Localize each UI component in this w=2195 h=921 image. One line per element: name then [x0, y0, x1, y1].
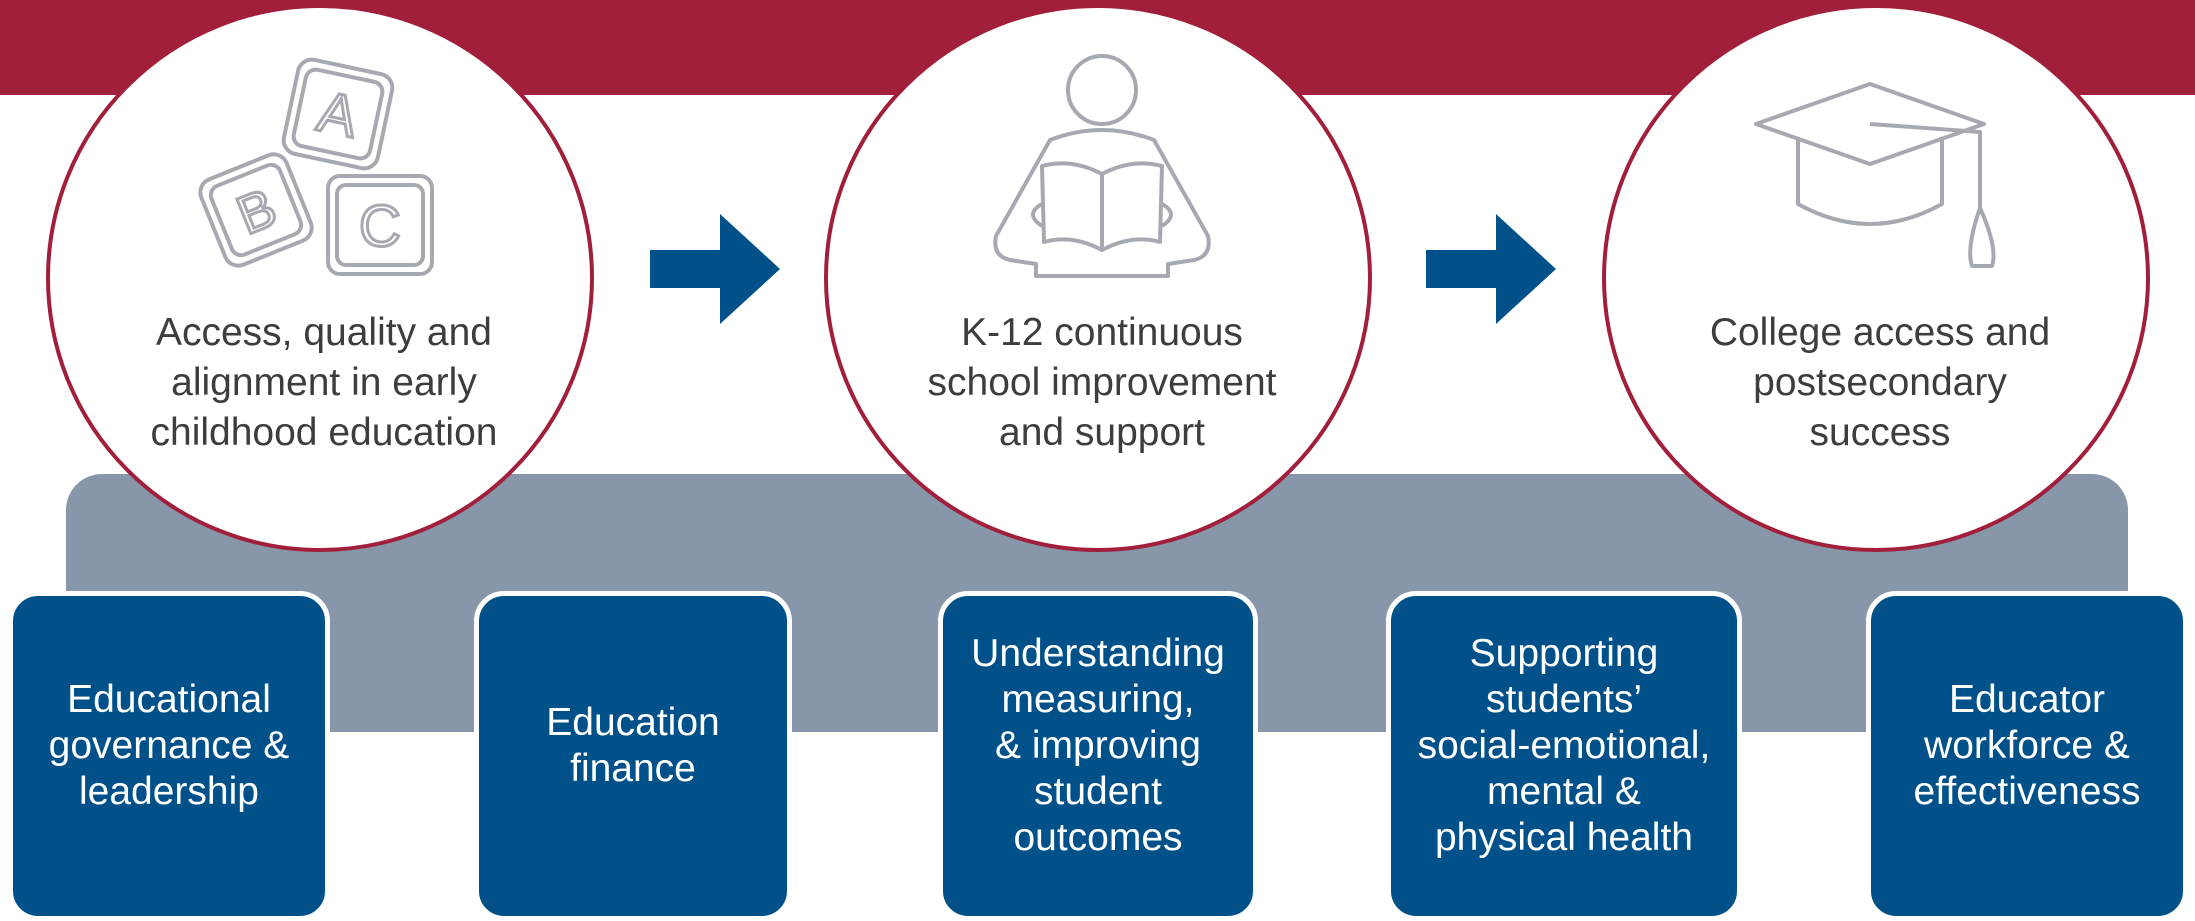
graduation-cap-icon — [1754, 82, 1996, 268]
focus-box-educator-workforce: Educator workforce & effectiveness — [1866, 591, 2188, 921]
focus-label: Educator workforce & effectiveness — [1913, 678, 2141, 813]
block-letter-c: C — [359, 194, 401, 259]
focus-label: Educational governance & leadership — [48, 678, 290, 813]
arrow-right-icon — [650, 214, 780, 324]
focus-label: Supporting students’ social-emotional, m… — [1417, 632, 1711, 859]
stage-label: College access and postsecondary success — [1709, 311, 2051, 454]
arrow-right-icon — [1426, 214, 1556, 324]
focus-box-governance: Educational governance & leadership — [8, 591, 330, 921]
stage-circle-college: College access and postsecondary success — [1602, 4, 2150, 552]
focus-label: Education finance — [546, 701, 720, 790]
stage-label: K-12 continuous school improvement and s… — [927, 311, 1277, 454]
focus-box-finance: Education finance — [474, 591, 792, 921]
stage-circle-k12: K-12 continuous school improvement and s… — [824, 4, 1372, 552]
focus-box-student-health: Supporting students’ social-emotional, m… — [1386, 591, 1742, 921]
stage-label: Access, quality and alignment in early c… — [150, 311, 498, 454]
block-letter-a: A — [312, 79, 364, 151]
focus-label: Understanding measuring, & improving stu… — [971, 632, 1225, 859]
abc-blocks-icon: A B C — [198, 57, 434, 276]
block-letter-b: B — [229, 177, 285, 246]
focus-box-student-outcomes: Understanding measuring, & improving stu… — [938, 591, 1258, 921]
stage-circle-early-childhood: A B C Access, quality and alignment in e… — [46, 4, 594, 552]
reading-person-icon — [993, 54, 1211, 278]
